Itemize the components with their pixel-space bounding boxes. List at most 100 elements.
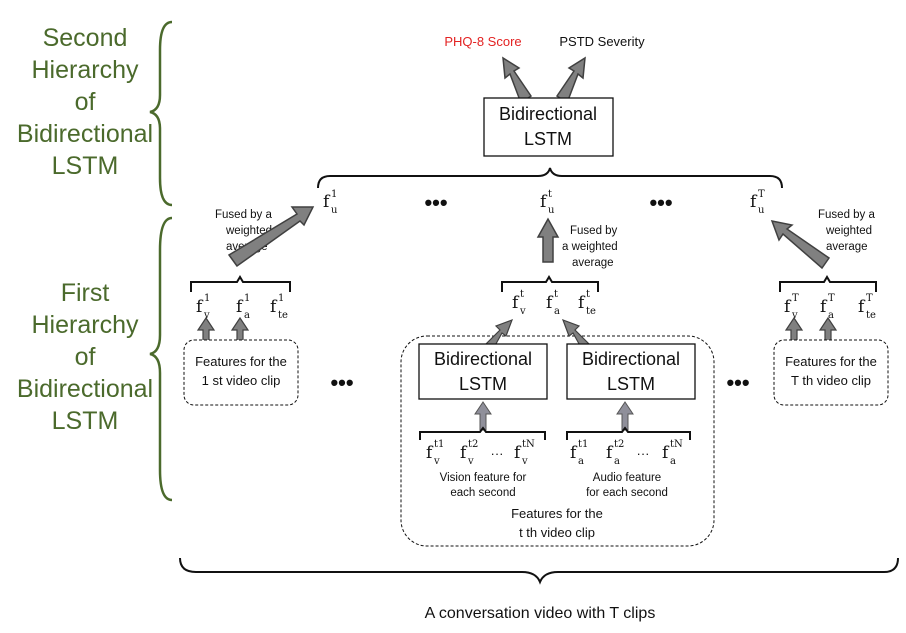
clip-t-lstm-left bbox=[418, 343, 548, 400]
clipt-lstm-right-1: Bidirectional bbox=[582, 349, 680, 369]
clip-T-features: f T v f T a f T te bbox=[784, 293, 876, 321]
arrow-to-pstd bbox=[555, 56, 586, 105]
vis-f1-sub: v bbox=[433, 456, 440, 467]
aud-f2-sup: t2 bbox=[614, 439, 624, 450]
clipt-fv-sup: t bbox=[520, 289, 524, 300]
clipt-fv-sub: v bbox=[519, 306, 526, 317]
audio-seq-features: f t1 a f t2 a ··· f tN a bbox=[570, 439, 683, 467]
clipt-fa-base: f bbox=[546, 293, 554, 313]
second-label-line-2: Hierarchy bbox=[32, 56, 139, 84]
fused-center-1: Fused by bbox=[570, 225, 618, 237]
clipT-fa-sub: a bbox=[828, 310, 834, 321]
vis-dots: ··· bbox=[491, 446, 504, 461]
top-lstm-box bbox=[483, 97, 614, 157]
arrow-lstm-to-fa bbox=[561, 318, 591, 352]
second-label-line-4: Bidirectional bbox=[17, 120, 153, 148]
clipT-fa-base: f bbox=[820, 297, 828, 317]
second-label-line-1: Second bbox=[43, 24, 128, 52]
fu-T-sup: T bbox=[758, 189, 765, 200]
vis-fN-sup: tN bbox=[522, 439, 535, 450]
top-lstm-line-1: Bidirectional bbox=[499, 104, 597, 124]
brace-clip-1 bbox=[190, 275, 291, 292]
vis-fN-base: f bbox=[514, 443, 522, 463]
top-brace bbox=[317, 167, 783, 189]
first-label-line-3: of bbox=[75, 343, 96, 371]
clip1-fv-sub: v bbox=[203, 310, 210, 321]
clipT-fv-base: f bbox=[784, 297, 792, 317]
fused-right-1: Fused by a bbox=[818, 209, 875, 221]
clipT-fte-sup: T bbox=[866, 293, 873, 304]
brace-clip-T bbox=[779, 275, 877, 292]
aud-f1-sup: t1 bbox=[578, 439, 588, 450]
vis-f1-sup: t1 bbox=[434, 439, 444, 450]
fu-T-sub: u bbox=[758, 205, 765, 216]
audio-label-1: Audio feature bbox=[593, 472, 661, 484]
fused-right-2: weighted bbox=[825, 225, 872, 237]
vision-label-2: each second bbox=[450, 487, 515, 499]
arrow-to-phq bbox=[502, 56, 533, 105]
vis-f2-base: f bbox=[460, 443, 468, 463]
fu-node-1: f 1 u bbox=[323, 189, 338, 216]
clip-1-box bbox=[183, 339, 299, 406]
fused-center-3: average bbox=[572, 257, 614, 269]
clip-t-lstm-right bbox=[566, 343, 696, 400]
vis-f1-base: f bbox=[426, 443, 434, 463]
clip1-fte-sub: te bbox=[278, 310, 288, 321]
clip1-fv-base: f bbox=[196, 297, 204, 317]
aud-f2-base: f bbox=[606, 443, 614, 463]
clip1-fte-base: f bbox=[270, 297, 278, 317]
first-hierarchy-brace bbox=[149, 216, 173, 502]
arrow-into-lstm-right bbox=[616, 401, 634, 431]
first-label-line-2: Hierarchy bbox=[32, 311, 139, 339]
clip-1-features: f 1 v f 1 a f 1 te bbox=[196, 293, 288, 321]
clip1-label-1: Features for the bbox=[195, 354, 287, 369]
aud-fN-sup: tN bbox=[670, 439, 683, 450]
ellipsis-top-right: ••• bbox=[649, 190, 672, 215]
bottom-brace bbox=[179, 557, 899, 585]
fu-t-sub: u bbox=[548, 205, 555, 216]
first-label-line-5: LSTM bbox=[52, 407, 119, 435]
brace-audio-seq bbox=[566, 426, 691, 440]
fused-left-1: Fused by a bbox=[215, 209, 272, 221]
clip1-fv-sup: 1 bbox=[204, 293, 210, 304]
arrow-fuse-center bbox=[536, 217, 560, 263]
vis-f2-sup: t2 bbox=[468, 439, 478, 450]
second-label-line-5: LSTM bbox=[52, 152, 119, 180]
fu-1-base: f bbox=[323, 192, 331, 212]
fu-t-sup: t bbox=[548, 189, 552, 200]
vis-f2-sub: v bbox=[467, 456, 474, 467]
fused-center-2: a weighted bbox=[562, 241, 618, 253]
fu-1-sup: 1 bbox=[331, 189, 337, 200]
clipt-label-1: Features for the bbox=[511, 506, 603, 521]
fused-left-2: weighted bbox=[225, 225, 272, 237]
arrow-into-lstm-left bbox=[474, 401, 492, 431]
clipT-label-2: T th video clip bbox=[791, 373, 871, 388]
aud-f2-sub: a bbox=[614, 456, 620, 467]
ellipsis-top-left: ••• bbox=[424, 190, 447, 215]
vision-seq-features: f t1 v f t2 v ··· f tN v bbox=[426, 439, 535, 467]
first-hierarchy-label: First Hierarchy of Bidirectional LSTM bbox=[17, 279, 153, 435]
ellipsis-mid-right: ••• bbox=[726, 370, 749, 395]
vision-label-1: Vision feature for bbox=[440, 472, 527, 484]
clipt-fte-sup: t bbox=[586, 289, 590, 300]
second-hierarchy-label: Second Hierarchy of Bidirectional LSTM bbox=[17, 24, 153, 180]
clip-t-features: f t v f t a f t te bbox=[512, 289, 596, 317]
second-hierarchy-brace bbox=[149, 20, 173, 207]
aud-f1-base: f bbox=[570, 443, 578, 463]
clip1-fa-base: f bbox=[236, 297, 244, 317]
fused-label-center: Fused by a weighted average bbox=[562, 225, 618, 269]
vis-fN-sub: v bbox=[521, 456, 528, 467]
first-label-line-1: First bbox=[61, 279, 110, 307]
clip1-fte-sup: 1 bbox=[278, 293, 284, 304]
clipt-label-2: t th video clip bbox=[519, 525, 595, 540]
clipT-fv-sub: v bbox=[791, 310, 798, 321]
ellipsis-mid-left: ••• bbox=[330, 370, 353, 395]
aud-f1-sub: a bbox=[578, 456, 584, 467]
clipT-label-1: Features for the bbox=[785, 354, 877, 369]
aud-fN-base: f bbox=[662, 443, 670, 463]
clipt-fa-sup: t bbox=[554, 289, 558, 300]
clipt-fte-sub: te bbox=[586, 306, 596, 317]
arrow-lstm-to-fv bbox=[484, 318, 514, 352]
fu-node-T: f T u bbox=[750, 189, 765, 216]
clipT-fte-base: f bbox=[858, 297, 866, 317]
